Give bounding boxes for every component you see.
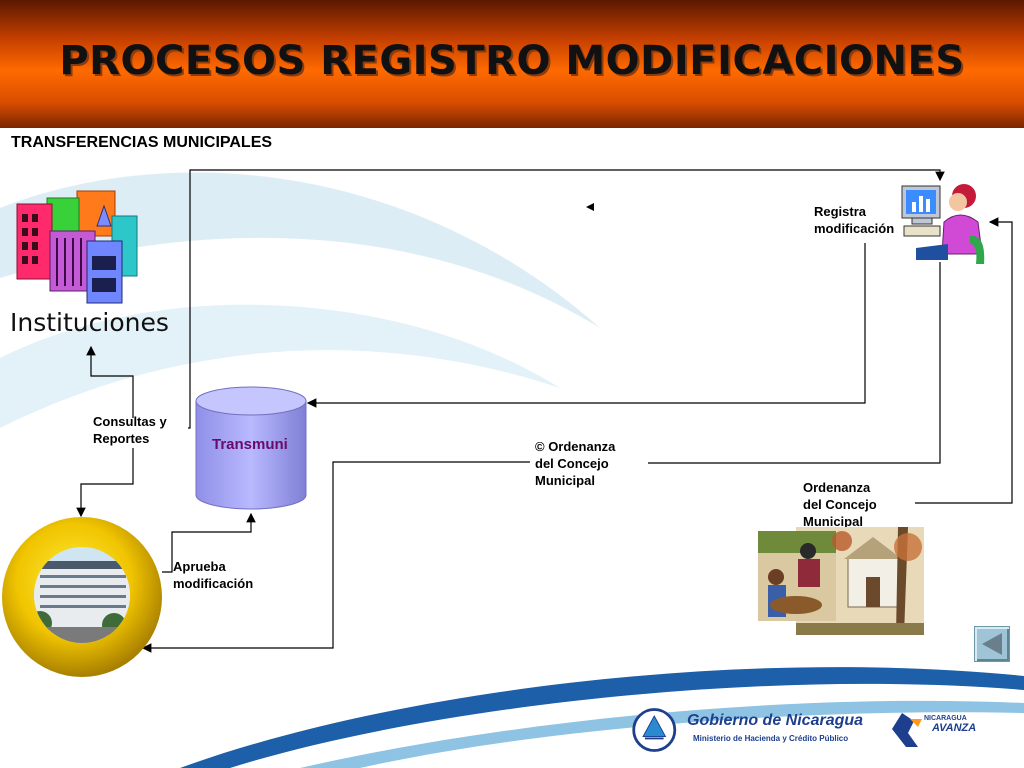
nicaragua-avanza-logo-icon [892,713,922,747]
ordenanza-copy-label: © Ordenanza del Concejo Municipal [535,438,615,489]
back-button[interactable] [974,626,1010,662]
database-icon [195,386,307,510]
small-arrowhead [586,203,594,211]
connector-aprueba-to-db [162,512,256,573]
ordenanza-copy-line-1: © Ordenanza [535,439,616,454]
government-building-icon [2,517,162,677]
registra-line-1: Registra [814,204,867,219]
connector-ordenanza-to-user [915,217,1013,504]
header-bar: PROCESOS REGISTRO MODIFICACIONES [0,0,1024,128]
registra-label: Registra modificación [814,203,894,237]
buildings-icon [16,190,138,304]
ordenanza-line-3: Municipal [803,514,863,529]
ordenanza-copy-line-2: del Concejo [535,456,609,471]
gobierno-text: Gobierno de Nicaragua [687,712,864,729]
consultas-line-2: Reportes [93,431,150,446]
subtitle: TRANSFERENCIAS MUNICIPALES [11,134,273,151]
meeting-illustration-icon [758,527,924,635]
consultas-line-1: Consultas y [93,414,167,429]
aprueba-label: Aprueba modificación [173,558,253,592]
connector-ordenanza-copy-to-gov [141,461,530,653]
avanza-text: AVANZA [932,722,977,734]
aprueba-line-2: modificación [173,576,254,591]
connector-top-to-user [188,169,945,429]
aprueba-line-1: Aprueba [173,559,226,574]
ordenanza-copy-line-3: Municipal [535,473,595,488]
ordenanza-line-2: del Concejo [803,497,877,512]
gobierno-seal-icon [632,708,677,752]
registra-line-2: modificación [814,221,895,236]
connector-consultas-down [76,448,134,518]
back-arrow-icon [982,633,1002,655]
ordenanza-label: Ordenanza del Concejo Municipal [803,479,877,530]
connector-user-down [648,262,941,464]
consultas-label: Consultas y Reportes [93,413,167,447]
ministerio-text: Ministerio de Hacienda y Crédito Público [693,734,849,743]
computer-user-icon [901,184,985,264]
connector-consultas-up [86,345,134,418]
connector-user-to-db [306,243,866,408]
avanza-top-text: NICARAGUA [924,715,967,722]
transmuni-label: Transmuni [212,436,288,453]
ordenanza-line-1: Ordenanza [803,480,871,495]
slide-title: PROCESOS REGISTRO MODIFICACIONES [59,38,965,84]
instituciones-label: Instituciones [10,308,169,337]
